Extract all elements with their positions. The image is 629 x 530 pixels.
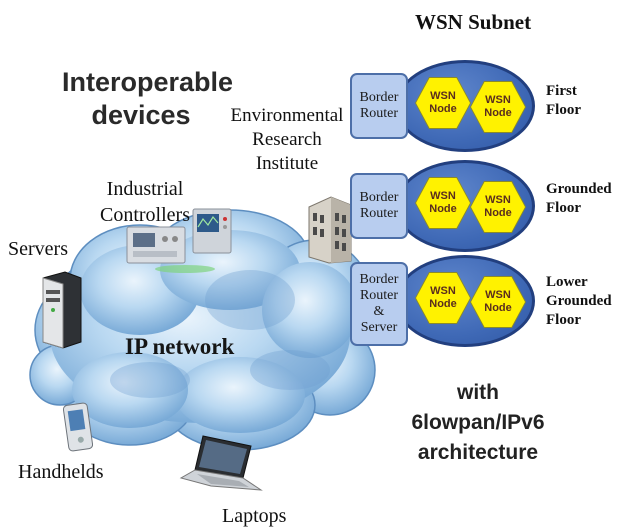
floor-label-line: Lower [546, 274, 588, 290]
arch-line-1: with [457, 381, 499, 404]
floor-label-line: Floor [546, 312, 581, 328]
handhelds-label: Handhelds [18, 461, 104, 483]
floor-label-line: Grounded [546, 293, 612, 309]
arch-line-3: architecture [417, 441, 539, 464]
laptops-label: Laptops [222, 505, 287, 527]
interoperable-devices-heading: Interoperable devices [62, 66, 234, 132]
ip-network-label: IP network [125, 334, 235, 359]
server-icon [42, 271, 82, 349]
floor-label-line: First [546, 83, 577, 99]
laptop-icon [179, 435, 263, 491]
router-line: Border [359, 272, 399, 287]
floor-label-grounded: Grounded Floor [546, 180, 612, 218]
node-line: WSN [430, 285, 456, 297]
floor-label-line: Floor [546, 102, 581, 118]
router-line: Router [359, 106, 399, 121]
wsn-subnet-title: WSN Subnet [415, 10, 532, 34]
heading-line-2: devices [91, 100, 191, 130]
heading-line-1: Interoperable [62, 67, 234, 97]
arch-line-2: 6lowpan/IPv6 [411, 411, 545, 434]
router-line: Router [359, 288, 399, 303]
floor-label-line: Floor [546, 200, 581, 216]
border-router-server-box: Border Router & Server [350, 262, 408, 346]
router-line: Border [359, 190, 399, 205]
node-line: Node [429, 298, 457, 310]
node-line: WSN [485, 289, 511, 301]
building-icon [308, 196, 352, 264]
env-line-1: Environmental [230, 105, 344, 126]
node-line: Node [484, 302, 512, 314]
router-line: Border [359, 90, 399, 105]
industrial-controller-icon [126, 208, 232, 273]
node-line: Node [484, 107, 512, 119]
handheld-icon [62, 402, 94, 452]
node-line: WSN [485, 194, 511, 206]
floor-label-first: First Floor [546, 82, 581, 120]
env-line-3: Institute [255, 153, 319, 174]
node-line: Node [429, 203, 457, 215]
floor-label-lower-grounded: Lower Grounded Floor [546, 273, 612, 330]
router-line: Server [360, 320, 398, 335]
env-line-2: Research [252, 129, 322, 150]
node-line: Node [484, 207, 512, 219]
architecture-caption: with 6lowpan/IPv6 architecture [398, 378, 558, 468]
industrial-line-2: Controllers [100, 204, 190, 226]
industrial-line-1: Industrial [106, 178, 184, 200]
environmental-institute-label: Environmental Research Institute [222, 104, 352, 176]
industrial-controllers-label: Industrial Controllers [75, 176, 215, 228]
floor-label-line: Grounded [546, 181, 612, 197]
node-line: WSN [430, 90, 456, 102]
node-line: Node [429, 103, 457, 115]
router-line: Router [359, 206, 399, 221]
servers-label: Servers [8, 238, 68, 260]
node-line: WSN [485, 94, 511, 106]
router-line: & [373, 304, 385, 319]
node-line: WSN [430, 190, 456, 202]
